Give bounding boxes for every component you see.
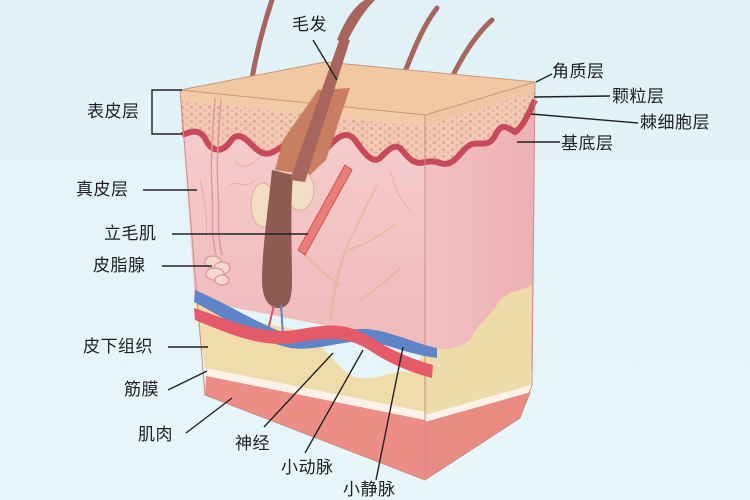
label-nerve: 神经: [235, 434, 270, 454]
label-dermis: 真皮层: [76, 180, 129, 200]
label-sebaceous-gland: 皮脂腺: [93, 256, 146, 276]
right-face: [424, 81, 538, 481]
label-epidermis: 表皮层: [87, 102, 140, 122]
arrector-pili-muscle: [297, 164, 353, 256]
label-stratum-corneum: 角质层: [552, 62, 605, 82]
sweat-gland-coil: [204, 255, 231, 286]
label-subcutaneous-tissue: 皮下组织: [83, 337, 153, 357]
label-arteriole: 小动脉: [281, 458, 334, 478]
label-hair: 毛发: [292, 15, 327, 35]
label-stratum-basale: 基底层: [561, 134, 614, 154]
leader-lines: [143, 39, 639, 481]
label-stratum-spinosum: 棘细胞层: [640, 113, 710, 133]
hair-follicle: [250, 0, 375, 336]
label-venule: 小静脉: [343, 480, 396, 500]
label-arrector-pili: 立毛肌: [104, 224, 157, 244]
label-fascia: 筋膜: [124, 380, 159, 400]
label-stratum-granulosum: 颗粒层: [612, 87, 665, 107]
label-muscle: 肌肉: [138, 425, 173, 445]
